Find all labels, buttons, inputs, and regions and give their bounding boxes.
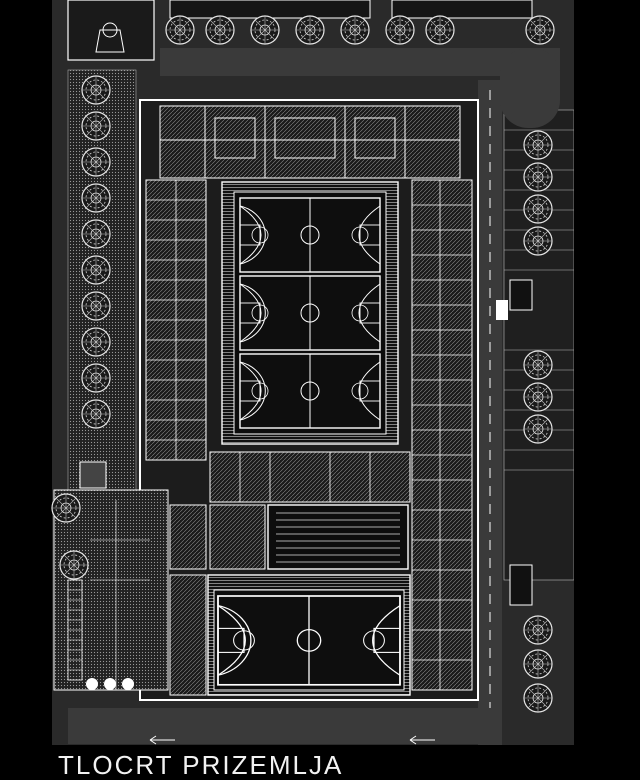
- court-2: [239, 275, 381, 351]
- tree-icon: [523, 162, 553, 192]
- plan-title: TLOCRT PRIZEMLJA: [58, 750, 344, 780]
- tree-icon: [250, 15, 280, 45]
- tree-icon: [165, 15, 195, 45]
- tree-icon: [523, 683, 553, 713]
- main-building: [139, 99, 479, 701]
- tree-icon: [51, 493, 81, 523]
- tree-icon: [525, 15, 555, 45]
- tree-icon: [523, 194, 553, 224]
- tree-icon: [81, 219, 111, 249]
- tree-icon: [81, 75, 111, 105]
- tree-icon: [523, 130, 553, 160]
- tree-icon: [523, 414, 553, 444]
- tree-icon: [81, 147, 111, 177]
- swimming-pool: [209, 504, 409, 570]
- tree-icon: [81, 111, 111, 141]
- court-1: [239, 197, 381, 273]
- tree-icon: [523, 615, 553, 645]
- tree-icon: [81, 255, 111, 285]
- tree-icon: [81, 327, 111, 357]
- tree-icon: [205, 15, 235, 45]
- main-sports-hall: [221, 181, 399, 445]
- tree-icon: [81, 291, 111, 321]
- tree-icon: [81, 183, 111, 213]
- tree-icon: [523, 226, 553, 256]
- tree-icon: [81, 399, 111, 429]
- tree-icon: [295, 15, 325, 45]
- road-south: [68, 708, 498, 744]
- shrub-icon: [104, 678, 116, 690]
- tree-icon: [523, 649, 553, 679]
- road-east: [478, 80, 502, 745]
- outdoor-field: [53, 461, 169, 691]
- road-north: [160, 48, 560, 76]
- tree-icon: [340, 15, 370, 45]
- tree-icon: [59, 550, 89, 580]
- tree-icon: [425, 15, 455, 45]
- shrub-icon: [122, 678, 134, 690]
- secondary-sports-hall: [207, 574, 411, 696]
- outdoor-basketball-court: [67, 0, 155, 61]
- shrub-icon: [86, 678, 98, 690]
- tree-icon: [523, 350, 553, 380]
- trees: [51, 15, 555, 713]
- tree-icon: [385, 15, 415, 45]
- tree-icon: [81, 363, 111, 393]
- court-3: [239, 353, 381, 429]
- tree-icon: [523, 382, 553, 412]
